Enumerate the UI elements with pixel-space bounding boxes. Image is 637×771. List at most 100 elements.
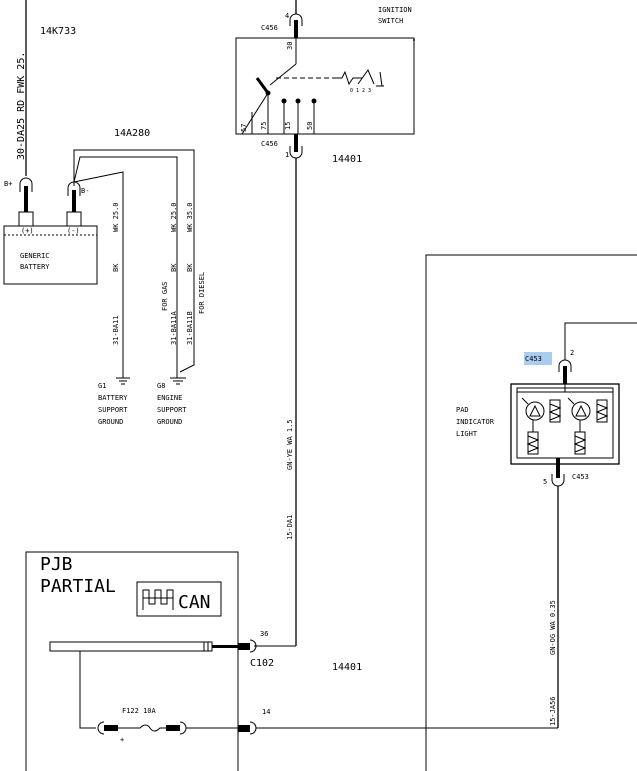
c456-top-pin [294,20,298,38]
harness-14k733: 14K733 [40,26,76,37]
c102-pin-36 [238,643,250,650]
pin-50-label: 50 [306,122,314,130]
can-label: CAN [178,592,211,613]
fuse-plus: + [120,736,124,744]
c456-bottom-label: C456 [261,140,278,148]
pad-indicator-light: C453 2 PAD INDICATOR LIGHT [425,254,637,771]
c456-bottom-pin [294,134,298,152]
can-waveform-icon [142,589,174,610]
wire-diesel-gauge: WK 35.0 [186,202,194,232]
wire-pad-spec: GN-OG WA 0.35 [549,600,557,655]
c456-pin-1: 1 [285,151,289,159]
wire-gas-color: BK [170,263,178,272]
battery-label-1: GENERIC [20,252,50,260]
pad-label-1: PAD [456,406,469,414]
harness-14a280: 14A280 [114,128,150,139]
pjb-box [25,551,239,771]
pad-label-3: LIGHT [456,430,478,438]
c102-connector [249,639,257,653]
wire-diesel-note: FOR DIESEL [198,272,206,314]
wire-ba11-color: BK [112,263,120,272]
pin-75-label: 75 [260,122,268,130]
pin-14-contact [238,725,250,732]
wire-outer-loop [425,254,637,771]
ground-g1-icon [116,377,130,385]
c453-top-pin [563,366,567,384]
pin-36-label: 36 [260,630,268,638]
generic-battery [3,225,98,285]
c453-pin-2: 2 [570,349,574,357]
ground-g8-l3: GROUND [157,418,182,426]
battery-minus-terminal-label: (-) [67,227,80,235]
battery-circuit: 30-DA25 RD FWK 25. 14K733 B+ (+) (-) GEN… [3,0,206,426]
ground-g1-id: G1 [98,382,106,390]
pjb-bus-bar [49,641,213,652]
c453-bottom-pin [556,458,560,478]
c453-pin-5: 5 [543,478,547,486]
b-minus-label: B- [81,187,89,195]
b-plus-label: B+ [4,180,12,188]
ground-g8-id: G8 [157,382,165,390]
fuse-icon [118,724,166,732]
b-plus-pin [24,186,28,212]
ignition-switch: IGNITION SWITCH 4 C456 30 0 1 2 3 [235,0,415,165]
pin-14-label: 14 [262,708,270,716]
wire-ignition-spec: GN-YE WA 1.5 [286,419,294,470]
pjb-partial: PJB PARTIAL CAN 36 C102 14401 F122 10A +… [25,551,558,771]
c102-label: C102 [250,658,274,669]
fuse-feed-wire [79,651,96,729]
wire-diesel [73,149,195,373]
ignition-switch-title-2: SWITCH [378,17,403,25]
resistor-2-icon [596,399,608,423]
battery-terminal-minus-box [66,211,82,227]
ground-g8-icon [170,377,186,385]
c456-top-connector [289,13,303,26]
fuse-right-connector [179,721,187,735]
switch-key [357,68,375,85]
c453-bottom-label: C453 [572,473,589,481]
wire-gas-circuit: 31-BA11A [170,310,178,345]
battery-label-2: BATTERY [20,263,50,271]
c453-top-connector [558,359,572,372]
wire-ignition-circuit: 15-DA1 [286,515,294,540]
harness-14401-top: 14401 [332,154,362,165]
switch-lever [255,77,270,94]
c453-top-label: C453 [525,355,542,363]
fuse-left-connector [97,721,105,735]
pin-14-connector [249,721,257,735]
pad-light-box [510,383,620,465]
can-box [136,581,222,617]
wire-gas [73,156,178,378]
wire-ba11-gauge: WK 25.0 [112,202,120,232]
battery-plus-terminal-label: (+) [21,227,34,235]
battery-terminal-plus-box [18,211,34,227]
ground-g8-l1: ENGINE [157,394,182,402]
wire-gas-note: FOR GAS [161,281,169,311]
wire-diesel-color: BK [186,263,194,272]
ignition-switch-box [235,37,415,135]
ground-g1-l2: SUPPORT [98,406,128,414]
fuse-label: F122 10A [122,707,157,715]
switch-positions: 0 1 2 3 [350,88,371,94]
resistor-1-icon [549,399,561,423]
c453-highlight [524,352,552,365]
pjb-title-2: PARTIAL [40,576,116,597]
wire-gas-gauge: WK 25.0 [170,202,178,232]
led-left-icon [521,397,545,421]
b-plus-connector [19,177,33,192]
switch-actuator [336,70,362,86]
wire-31-ba11 [73,171,124,378]
wire-pad-top [564,322,637,360]
ground-g1-l3: GROUND [98,418,123,426]
c456-top-label: C456 [261,24,278,32]
ground-g1-l1: BATTERY [98,394,128,402]
ground-g8-l2: SUPPORT [157,406,187,414]
pad-label-2: INDICATOR [456,418,495,426]
c456-pin-4: 4 [285,12,289,20]
wire-pad-circuit: 15-JA56 [549,696,557,726]
led-right-icon [567,397,591,421]
b-minus-pin [72,190,76,212]
harness-14401-bottom: 14401 [332,662,362,673]
wire-diesel-circuit: 31-BA11B [186,311,194,345]
